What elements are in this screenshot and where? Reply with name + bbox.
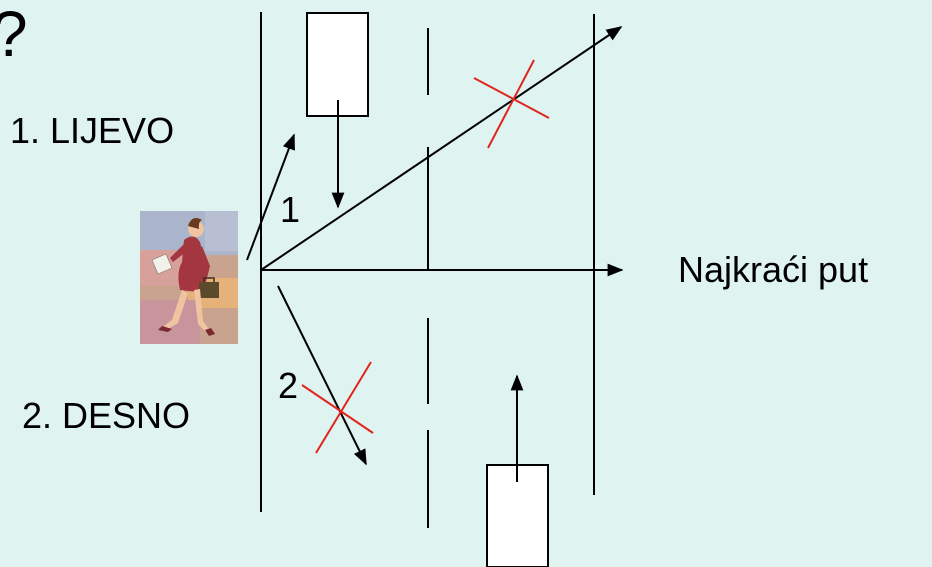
label-left: 1. LIJEVO xyxy=(10,110,175,151)
label-path-1: 1 xyxy=(280,189,301,230)
cross-mark-diagonal xyxy=(473,59,550,149)
label-shortest-path: Najkraći put xyxy=(678,249,869,290)
pedestrian-woman-icon xyxy=(140,211,238,344)
path-1-arrow xyxy=(246,133,295,261)
diagonal-crossing-arrow xyxy=(260,26,623,271)
car-top xyxy=(306,12,369,117)
path-2-arrow xyxy=(277,285,367,466)
label-right: 2. DESNO xyxy=(22,395,191,436)
cross-mark-path-2 xyxy=(301,361,374,454)
question-mark: ? xyxy=(0,2,28,66)
label-path-2: 2 xyxy=(278,365,299,406)
